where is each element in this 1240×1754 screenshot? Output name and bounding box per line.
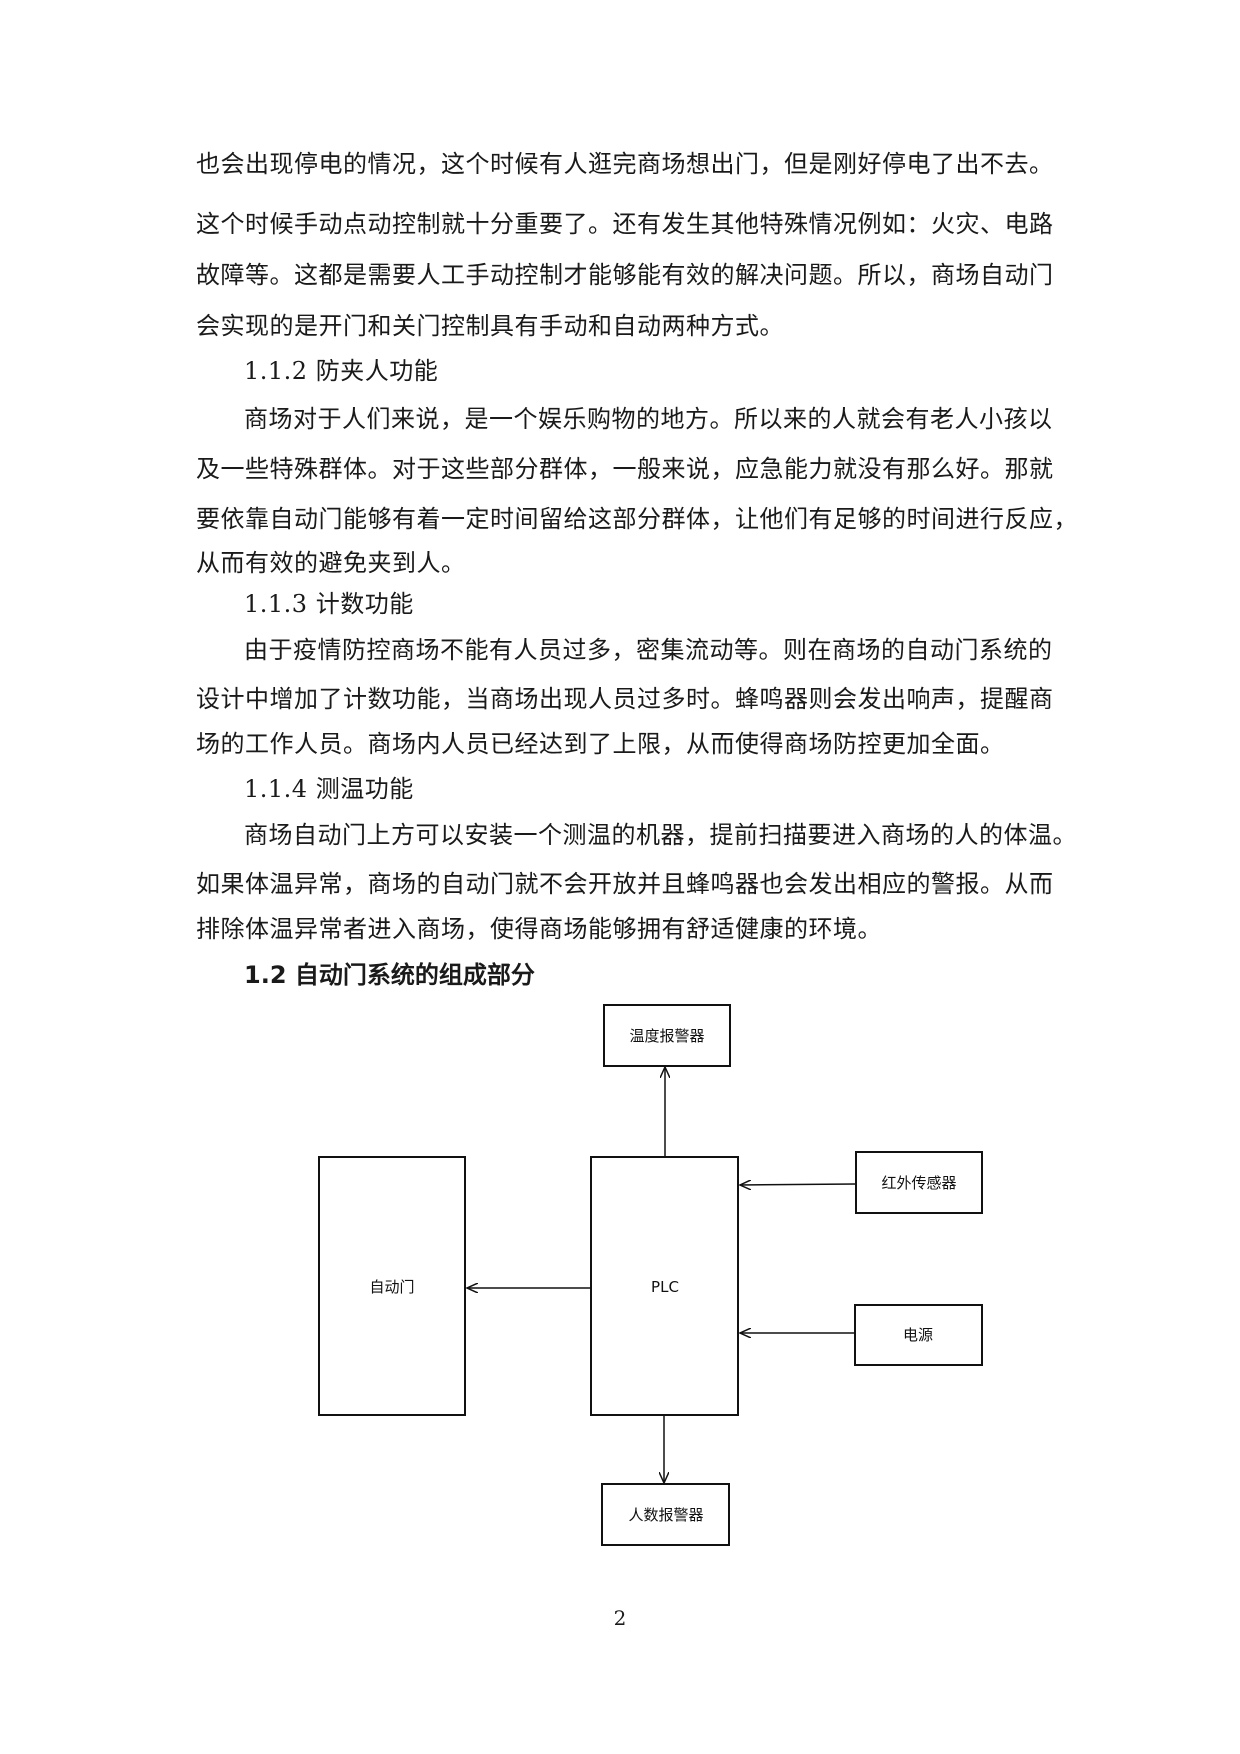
auto-door-label: 自动门	[369, 1278, 414, 1296]
text-line: 会实现的是开门和关门控制具有手动和自动两种方式。	[196, 312, 784, 340]
text-line: 排除体温异常者进入商场，使得商场能够拥有舒适健康的环境。	[196, 915, 882, 943]
ir-sensor-label: 红外传感器	[881, 1174, 956, 1192]
text-line: 故障等。这都是需要人工手动控制才能够能有效的解决问题。所以，商场自动门	[196, 261, 1054, 289]
text-line: 及一些特殊群体。对于这些部分群体，一般来说，应急能力就没有那么好。那就	[196, 455, 1054, 483]
text-line: 由于疫情防控商场不能有人员过多，密集流动等。则在商场的自动门系统的	[244, 636, 1053, 664]
section-heading-1-1-2: 1.1.2 防夹人功能	[244, 357, 439, 385]
plc-label: PLC	[651, 1278, 679, 1296]
section-heading-1-2: 1.2 自动门系统的组成部分	[244, 961, 535, 989]
count-alarm-label: 人数报警器	[628, 1506, 703, 1524]
power-box	[854, 1304, 983, 1366]
ir-sensor-box	[855, 1151, 983, 1214]
text-line: 商场对于人们来说，是一个娱乐购物的地方。所以来的人就会有老人小孩以	[244, 405, 1053, 433]
plc-box	[590, 1156, 739, 1416]
power-label: 电源	[903, 1326, 933, 1344]
text-line: 如果体温异常，商场的自动门就不会开放并且蜂鸣器也会发出相应的警报。从而	[196, 870, 1054, 898]
text-line: 商场自动门上方可以安装一个测温的机器，提前扫描要进入商场的人的体温。	[244, 821, 1077, 849]
section-heading-1-1-4: 1.1.4 测温功能	[244, 775, 414, 803]
text-line: 场的工作人员。商场内人员已经达到了上限，从而使得商场防控更加全面。	[196, 730, 1005, 758]
text-line: 这个时候手动点动控制就十分重要了。还有发生其他特殊情况例如：火灾、电路	[196, 210, 1054, 238]
text-line: 也会出现停电的情况，这个时候有人逛完商场想出门，但是刚好停电了出不去。	[196, 150, 1054, 178]
temp-alarm-label: 温度报警器	[629, 1027, 704, 1045]
text-line: 要依靠自动门能够有着一定时间留给这部分群体，让他们有足够的时间进行反应，	[196, 505, 1078, 533]
arrow-ir-sensor-to-plc	[740, 1184, 857, 1185]
page-number: 2	[613, 1606, 627, 1630]
temp-alarm-box	[603, 1004, 731, 1067]
text-line: 设计中增加了计数功能，当商场出现人员过多时。蜂鸣器则会发出响声，提醒商	[196, 685, 1054, 713]
count-alarm-box	[601, 1483, 730, 1546]
section-heading-1-1-3: 1.1.3 计数功能	[244, 590, 414, 618]
text-line: 从而有效的避免夹到人。	[196, 549, 466, 577]
auto-door-box	[318, 1156, 466, 1416]
